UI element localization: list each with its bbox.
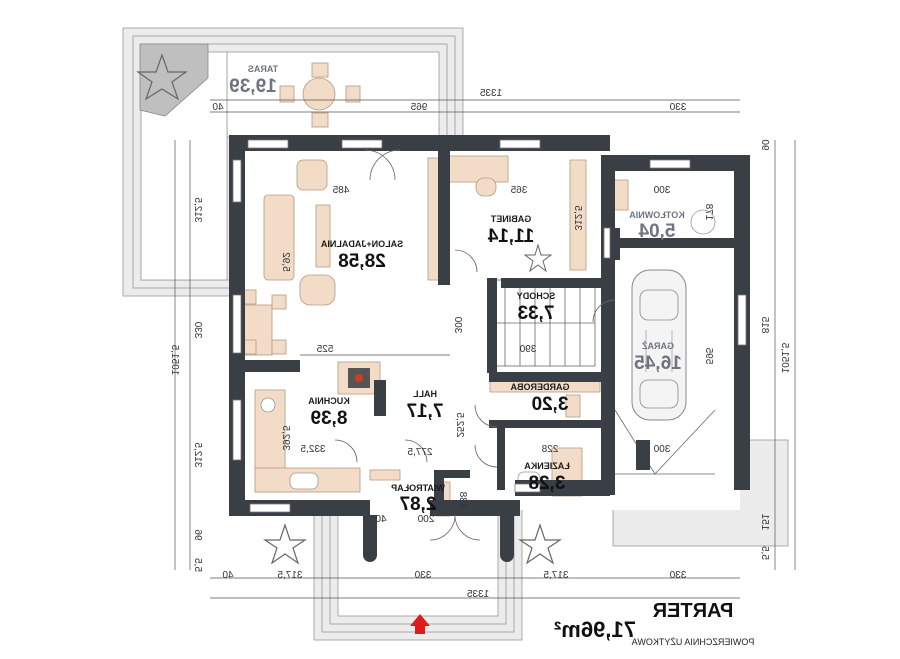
dim-int-4: 312,5	[572, 205, 583, 230]
car-outline	[631, 269, 687, 421]
plan-geometry	[122, 27, 796, 641]
dim-left-b: 330	[192, 321, 203, 338]
dim-int-17: 200	[417, 514, 434, 525]
room-name-hall: HALL	[413, 389, 437, 399]
dim-top-total: 1335	[479, 88, 502, 99]
room-garaz: GARAŻ 16,45	[634, 341, 682, 374]
room-wiatrolap: WIATROŁAP 2,87	[391, 483, 445, 515]
dim-left-total: 1051,5	[169, 344, 180, 375]
dimension-labels: 1335 40 965 330 40 317,5 330 317,5 330 1…	[169, 88, 790, 600]
dim-int-16: 40	[375, 514, 387, 525]
dim-int-3: 178	[703, 203, 714, 220]
dim-right-a: 90	[759, 139, 770, 151]
room-name-gabinet: GABINET	[490, 214, 531, 224]
dim-int-8: 525	[316, 344, 333, 355]
dim-int-10: 595	[703, 347, 714, 364]
dim-bottom-e: 330	[669, 570, 686, 581]
room-schody: SCHODY 7,33	[517, 291, 556, 324]
room-hall: HALL 7,17	[407, 389, 444, 422]
room-area-gabinet: 11,14	[487, 226, 534, 247]
dim-int-1: 365	[510, 185, 527, 196]
dim-top-mid: 965	[410, 102, 427, 113]
room-lazienka: ŁAZIENKA 3,28	[524, 461, 570, 494]
dim-right-d: 5,5	[759, 546, 770, 560]
dim-left-a: 312,5	[192, 197, 203, 222]
room-area-lazienka: 3,28	[529, 473, 566, 494]
dim-int-11: 252,5	[454, 412, 465, 437]
dim-right-b: 815	[759, 316, 770, 333]
room-name-kuchnia: KUCHNIA	[308, 396, 350, 406]
room-area-hall: 7,17	[407, 401, 444, 422]
room-name-garaz: GARAŻ	[642, 341, 674, 351]
dim-int-7: 300	[452, 316, 463, 333]
room-salon: SALON+JADALNIA 28,58	[320, 239, 403, 272]
dim-int-12: 277,5	[407, 447, 432, 458]
dim-int-0: 485	[332, 185, 349, 196]
room-kuchnia: KUCHNIA 8,39	[308, 396, 350, 429]
dim-top-left: 40	[212, 102, 224, 113]
room-name-schody: SCHODY	[517, 291, 556, 301]
room-area-garaz: 16,45	[634, 353, 682, 374]
dim-bottom-total: 1335	[466, 589, 489, 600]
entrance-arrow	[410, 614, 430, 634]
doors	[334, 149, 616, 541]
entrance-steps	[313, 499, 523, 641]
dim-int-6: 392,5	[280, 425, 291, 450]
dim-int-5: 5,92	[280, 252, 291, 272]
room-name-wiatrolap: WIATROŁAP	[391, 483, 445, 493]
room-area-kuchnia: 8,39	[311, 408, 348, 429]
dim-bottom-c: 330	[414, 570, 431, 581]
plants	[136, 53, 562, 565]
room-area-garderoba: 3,20	[532, 394, 569, 415]
plan-subtitle: POWIERZCHNIA UŻYTKOWA	[631, 637, 755, 647]
dim-int-9: 390	[519, 344, 536, 355]
dimension-lines	[174, 99, 796, 599]
room-labels: SALON+JADALNIA 28,58 GABINET 11,14 KOTŁO…	[229, 64, 685, 515]
dim-int-13: 332,5	[300, 444, 325, 455]
staircase	[489, 279, 596, 367]
dim-bottom-d: 317,5	[543, 570, 568, 581]
room-area-wiatrolap: 2,87	[400, 494, 437, 515]
room-name-garderoba: GARDEROBA	[510, 382, 570, 392]
dim-int-14: 228	[541, 444, 558, 455]
dim-right-c: 151	[759, 513, 770, 530]
dim-bottom-b: 317,5	[277, 570, 302, 581]
dim-bottom-a: 40	[222, 570, 234, 581]
room-gabinet: GABINET 11,14	[487, 214, 534, 247]
room-name-taras: TARAS	[248, 64, 278, 74]
room-area-taras: 19,39	[229, 76, 277, 97]
room-name-salon: SALON+JADALNIA	[320, 239, 403, 249]
dim-top-right: 330	[669, 102, 686, 113]
dim-int-18: 138	[457, 491, 468, 508]
room-garderoba: GARDEROBA 3,20	[510, 382, 570, 415]
room-name-kotlownia: KOTŁOWNIA	[629, 210, 685, 220]
dim-left-d: 96	[192, 529, 203, 541]
dim-int-15: 300	[653, 444, 670, 455]
room-name-lazienka: ŁAZIENKA	[524, 461, 570, 471]
dim-left-e: 5,5	[192, 558, 203, 572]
furniture	[237, 62, 716, 517]
room-area-salon: 28,58	[338, 251, 386, 272]
dim-int-2: 300	[653, 185, 670, 196]
dim-left-c: 312,5	[192, 442, 203, 467]
plan-subtitle-wrap: POWIERZCHNIA UŻYTKOWA	[598, 637, 788, 647]
windows	[232, 139, 747, 513]
room-area-kotlownia: 5,04	[638, 221, 675, 242]
room-area-schody: 7,33	[518, 303, 555, 324]
room-kotlownia: KOTŁOWNIA 5,04	[629, 210, 685, 242]
room-taras: TARAS 19,39	[229, 64, 278, 97]
dim-right-total: 1051,5	[779, 342, 790, 373]
